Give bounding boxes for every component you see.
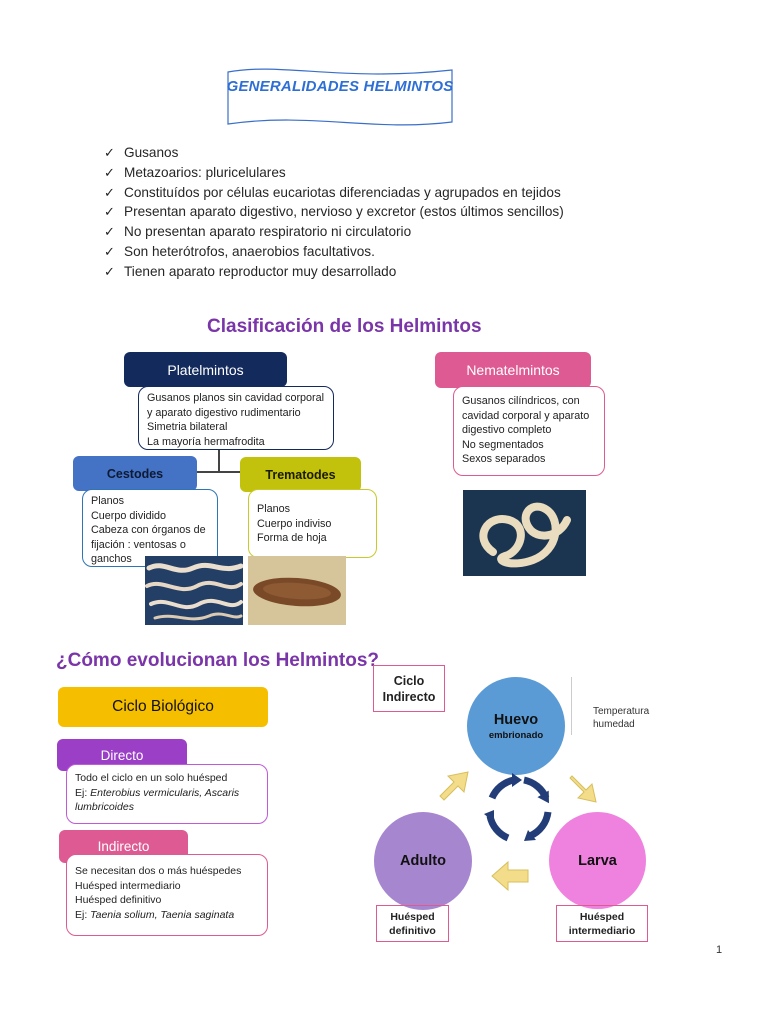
arrow-up-right-icon xyxy=(439,771,469,801)
adulto-stage: Adulto xyxy=(374,812,472,910)
evolution-title: ¿Cómo evolucionan los Helmintos? xyxy=(56,650,380,671)
trematodes-header: Trematodes xyxy=(240,457,361,492)
checkmark-icon: ✓ xyxy=(104,184,115,200)
page-number: 1 xyxy=(716,944,723,956)
list-item: ✓Gusanos xyxy=(104,145,179,160)
checkmark-icon: ✓ xyxy=(104,164,115,180)
conditions-text: Temperatura humedad xyxy=(593,706,650,730)
cestodes-description: Planos Cuerpo dividido Cabeza con órgano… xyxy=(82,489,218,567)
huevo-stage: Huevo embrionado xyxy=(467,677,565,775)
roundworm-image xyxy=(463,490,586,576)
list-item: ✓No presentan aparato respiratorio ni ci… xyxy=(104,224,412,240)
divider xyxy=(571,677,572,735)
list-item: ✓Metazoarios: pluricelulares xyxy=(104,164,286,180)
ciclo-indirecto-label: Ciclo Indirecto xyxy=(373,665,445,712)
bullet-list: ✓Gusanos ✓Metazoarios: pluricelulares ✓C… xyxy=(104,145,624,284)
platelmintos-header: Platelmintos xyxy=(124,352,287,387)
larva-stage: Larva xyxy=(549,812,646,909)
list-item: ✓Constituídos por células eucariotas dif… xyxy=(104,184,561,200)
cestodes-header: Cestodes xyxy=(73,456,197,491)
tapeworm-image xyxy=(145,556,243,625)
checkmark-icon: ✓ xyxy=(104,224,115,240)
list-item: ✓Son heterótrofos, anaerobios facultativ… xyxy=(104,243,375,259)
arrow-left-icon xyxy=(491,860,529,892)
checkmark-icon: ✓ xyxy=(104,263,115,279)
host-definitive-label: Huésped definitivo xyxy=(376,905,449,942)
list-item: ✓Presentan aparato digestivo, nervioso y… xyxy=(104,204,564,220)
nematelmintos-description: Gusanos cilíndricos, con cavidad corpora… xyxy=(453,386,605,476)
page-title: GENERALIDADES HELMINTOS xyxy=(226,78,454,95)
checkmark-icon: ✓ xyxy=(104,145,115,160)
ciclo-biologico-header: Ciclo Biológico xyxy=(58,687,268,727)
trematodes-description: Planos Cuerpo indiviso Forma de hoja xyxy=(248,489,377,558)
platelmintos-description: Gusanos planos sin cavidad corporal y ap… xyxy=(138,386,334,450)
connector-line xyxy=(218,450,220,472)
fluke-image xyxy=(248,556,346,625)
host-intermediate-label: Huésped intermediario xyxy=(556,905,648,942)
title-banner xyxy=(227,68,453,126)
arrow-down-right-icon xyxy=(569,775,597,803)
directo-description: Todo el ciclo en un solo huésped Ej: Ent… xyxy=(66,764,268,824)
indirecto-description: Se necesitan dos o más huéspedes Huésped… xyxy=(66,854,268,936)
connector-line xyxy=(197,471,241,473)
nematelmintos-header: Nematelmintos xyxy=(435,352,591,388)
cycle-arrows-icon xyxy=(484,773,552,842)
checkmark-icon: ✓ xyxy=(104,204,115,220)
checkmark-icon: ✓ xyxy=(104,243,115,259)
classification-title: Clasificación de los Helmintos xyxy=(207,316,482,337)
list-item: ✓Tienen aparato reproductor muy desarrol… xyxy=(104,263,397,279)
